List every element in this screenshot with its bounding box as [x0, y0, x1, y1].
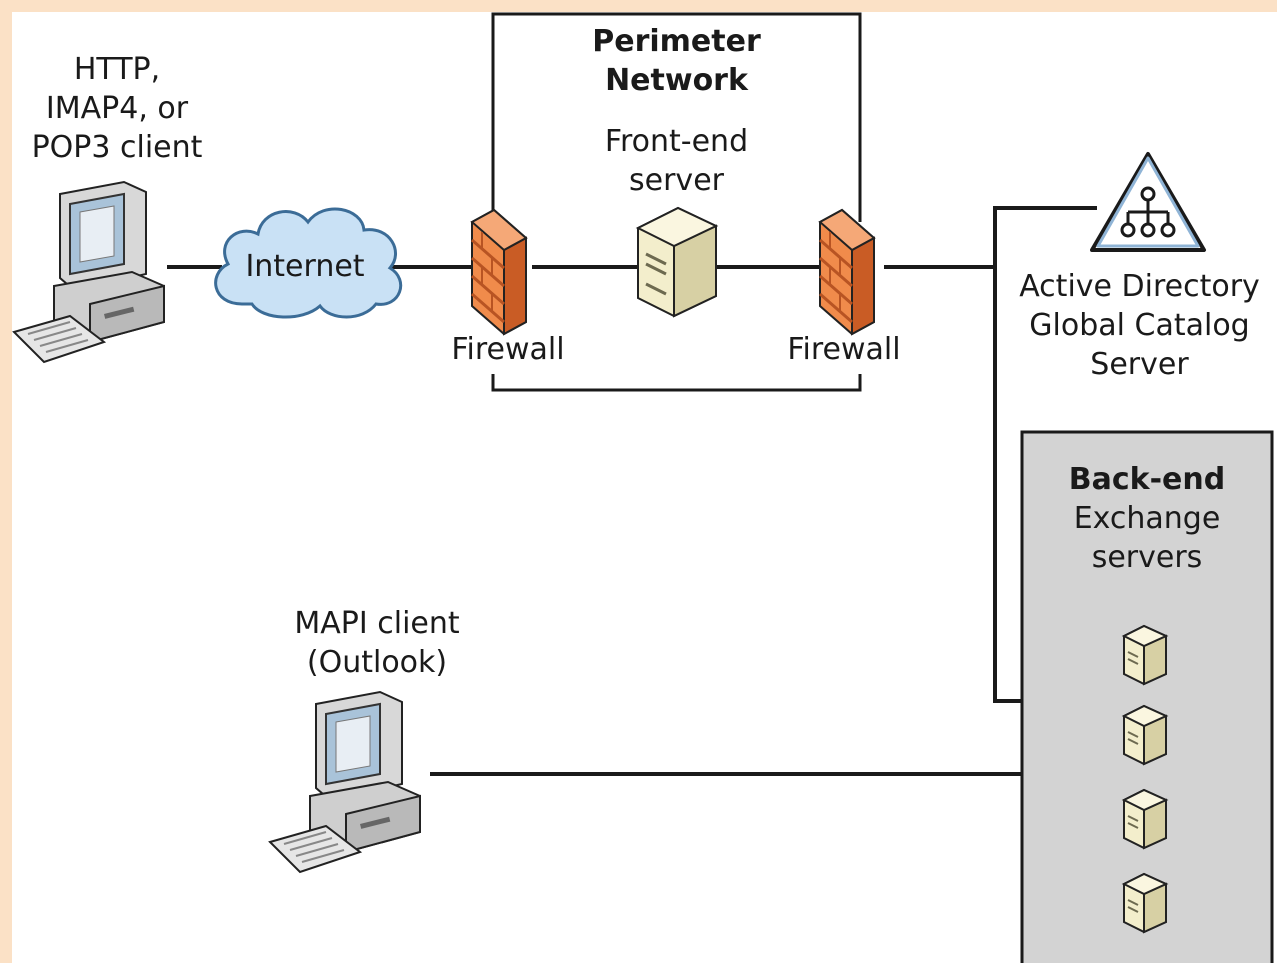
web-client-label: HTTP, IMAP4, or POP3 client [12, 50, 222, 167]
front-end-label-line-2: server [629, 163, 724, 198]
perimeter-title-line-2: Network [605, 63, 748, 98]
desktop-computer-icon [13, 181, 165, 363]
backend-label: Back-end Exchange servers [1024, 460, 1270, 577]
firewall-icon [470, 208, 528, 336]
active-directory-line-3: Server [1090, 347, 1189, 382]
web-client-label-line-3: POP3 client [31, 130, 203, 165]
diagram-svg [13, 12, 1274, 963]
server-icon [1123, 789, 1167, 849]
server-icon [1123, 625, 1167, 685]
active-directory-icon [1090, 152, 1206, 252]
perimeter-network-title: Perimeter Network [493, 22, 860, 100]
internet-label: Internet [245, 249, 365, 284]
backend-sub-line-2: servers [1091, 540, 1203, 575]
firewall-left-label: Firewall [451, 332, 565, 367]
active-directory-label: Active Directory Global Catalog Server [1002, 267, 1277, 384]
active-directory-line-1: Active Directory [1019, 269, 1260, 304]
backend-title: Back-end [1068, 462, 1226, 497]
backend-sub-line-1: Exchange [1073, 501, 1221, 536]
firewall-icon [818, 208, 876, 336]
mapi-label-line-2: (Outlook) [306, 645, 448, 680]
web-client-label-line-2: IMAP4, or [45, 91, 189, 126]
mapi-client-label: MAPI client (Outlook) [252, 604, 502, 682]
desktop-computer-icon [269, 691, 421, 873]
front-end-server-label: Front-end server [493, 122, 860, 200]
network-diagram: HTTP, IMAP4, or POP3 client Internet Per… [12, 12, 1277, 963]
web-client-label-line-1: HTTP, [73, 52, 161, 87]
active-directory-line-2: Global Catalog [1029, 308, 1250, 343]
line-to-directory [993, 206, 1097, 267]
server-icon [1123, 705, 1167, 765]
cloud-icon [214, 207, 403, 319]
firewall-right-label: Firewall [787, 332, 901, 367]
server-icon [636, 206, 718, 318]
perimeter-title-line-1: Perimeter [592, 24, 761, 59]
server-icon [1123, 873, 1167, 933]
mapi-label-line-1: MAPI client [294, 606, 460, 641]
perimeter-network-box [491, 12, 862, 392]
front-end-label-line-1: Front-end [604, 124, 749, 159]
